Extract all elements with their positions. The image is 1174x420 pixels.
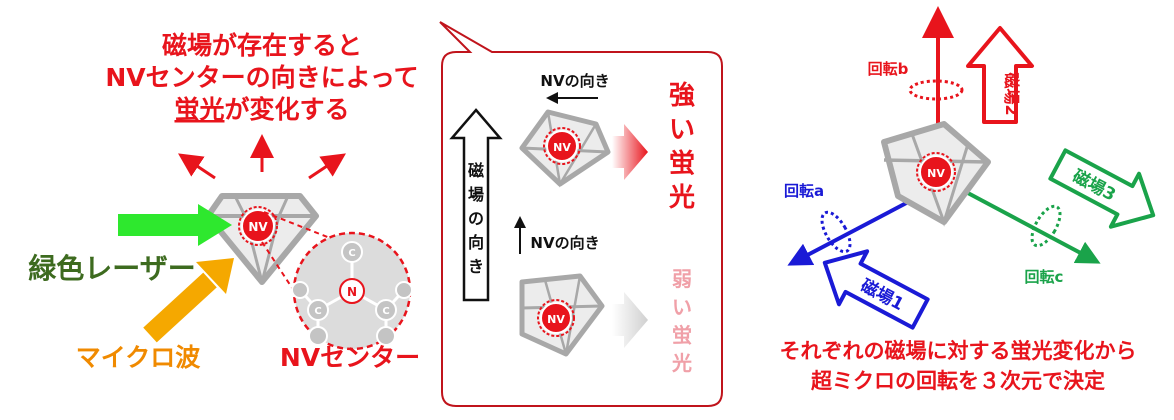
- lattice-carbon-right: C: [382, 306, 389, 317]
- nv-badge-top: NV: [543, 127, 581, 165]
- left-caption-line1: 磁場が存在すると: [162, 31, 362, 60]
- caption-underlined-fluorescence: 蛍光: [174, 95, 224, 124]
- nv-lattice-magnified: N C C C: [291, 231, 413, 351]
- field-direction-arrow: [449, 108, 503, 302]
- weak-char-1: 弱: [672, 267, 692, 291]
- rotation-a-label: 回転a: [784, 182, 824, 200]
- nv-badge-right: NV: [916, 152, 956, 192]
- strong-fluorescence-arrow: [612, 124, 648, 180]
- lattice-carbon-left: C: [314, 306, 321, 317]
- strong-char-2: い: [669, 115, 695, 145]
- nv-badge-left: NV: [238, 206, 278, 246]
- lattice-nitrogen-label: N: [347, 285, 357, 299]
- microwave-label: マイクロ波: [76, 343, 202, 372]
- nv-badge-bottom: NV: [537, 299, 575, 337]
- left-caption-line2: NVセンターの向きによって: [105, 63, 418, 92]
- nv-direction-label-bottom: NVの向き: [530, 234, 599, 252]
- field-3-arrow: 磁場3: [1048, 148, 1156, 229]
- svg-text:NV: NV: [248, 220, 268, 234]
- svg-text:NV: NV: [553, 141, 571, 154]
- field-direction-char-2: 場: [468, 185, 484, 204]
- rotation-b-loop: [908, 79, 964, 101]
- axis-a-arrow: [787, 198, 913, 266]
- weak-char-2: い: [672, 295, 692, 319]
- rotation-c-label: 回転c: [1025, 268, 1064, 286]
- svg-text:NV: NV: [927, 167, 945, 180]
- weak-fluorescence-arrow: [612, 292, 648, 348]
- weak-char-4: 光: [671, 351, 692, 375]
- callout-bubble: [439, 21, 723, 407]
- right-caption-line1: それぞれの磁場に対する蛍光変化から: [780, 339, 1137, 363]
- emission-arrow-left: [178, 153, 216, 180]
- strong-char-3: 蛍: [669, 149, 695, 179]
- field-1-arrow: 磁場1: [822, 249, 930, 330]
- nv-center-label: NVセンター: [280, 343, 420, 372]
- rotation-a-loop: [820, 210, 852, 254]
- strong-char-1: 強: [669, 81, 695, 111]
- nv-direction-label-top: NVの向き: [540, 72, 609, 90]
- middle-panel: 磁 場 の 向 き NVの向き NV 強 い 蛍 光 NVの向き: [439, 21, 723, 407]
- weak-char-3: 蛍: [672, 323, 692, 347]
- svg-text:NV: NV: [547, 313, 565, 326]
- field-direction-char-5: き: [468, 257, 484, 276]
- right-panel: NV 回転b 回転a 回転c 磁場2 磁場3 磁場1 それぞれの磁場に対する蛍光…: [780, 6, 1156, 393]
- green-laser-label: 緑色レーザー: [28, 252, 195, 285]
- rotation-b-label: 回転b: [868, 60, 909, 78]
- rotation-c-loop: [1030, 204, 1062, 248]
- axis-c-arrow: [965, 190, 1101, 264]
- left-panel: 磁場が存在すると NVセンターの向きによって 蛍光が変化する 緑色レーザー マイ…: [28, 31, 420, 372]
- emission-arrow-right: [308, 153, 346, 180]
- field-direction-char-3: の: [468, 209, 484, 228]
- microwave-arrow: [143, 258, 234, 343]
- field-direction-char-1: 磁: [468, 161, 484, 180]
- field-2-arrow: 磁場2: [966, 26, 1034, 124]
- strong-char-4: 光: [668, 183, 695, 213]
- right-caption-line2: 超ミクロの回転を３次元で決定: [811, 369, 1105, 393]
- zoom-line-top: [263, 211, 331, 239]
- field-direction-char-4: 向: [468, 233, 484, 252]
- field-2-label: 磁場2: [1002, 72, 1021, 115]
- left-caption-line3: 蛍光が変化する: [174, 95, 349, 124]
- caption-line3-rest: が変化する: [225, 95, 350, 124]
- green-laser-arrow: [118, 204, 232, 246]
- lattice-carbon-top: C: [348, 248, 355, 259]
